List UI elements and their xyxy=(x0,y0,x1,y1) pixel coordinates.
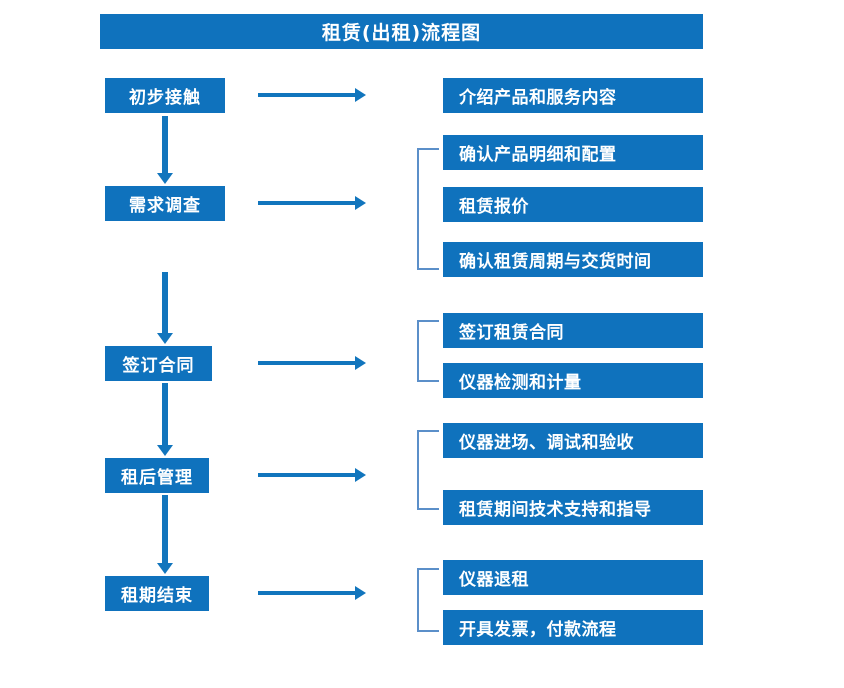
horizontal-arrow-lease-end xyxy=(258,586,366,600)
stage-box-needs-survey[interactable]: 需求调查 xyxy=(105,186,225,221)
detail-box-instrument-inspection[interactable]: 仪器检测和计量 xyxy=(443,363,703,398)
vertical-arrow-initial-to-needs xyxy=(157,116,173,184)
group-bracket-sign-contract xyxy=(417,320,439,382)
detail-box-instrument-onsite-commissioning[interactable]: 仪器进场、调试和验收 xyxy=(443,423,703,458)
detail-box-sign-lease-agreement[interactable]: 签订租赁合同 xyxy=(443,313,703,348)
detail-box-rental-quotation[interactable]: 租赁报价 xyxy=(443,187,703,222)
stage-box-initial-contact[interactable]: 初步接触 xyxy=(105,78,225,113)
stage-box-post-rental-management[interactable]: 租后管理 xyxy=(105,458,209,493)
stage-box-sign-contract[interactable]: 签订合同 xyxy=(105,346,212,381)
detail-box-introduce-products[interactable]: 介绍产品和服务内容 xyxy=(443,78,703,113)
horizontal-arrow-post-rental-management xyxy=(258,468,366,482)
horizontal-arrow-sign-contract xyxy=(258,356,366,370)
detail-box-instrument-return[interactable]: 仪器退租 xyxy=(443,560,703,595)
vertical-arrow-management-to-lease-end xyxy=(157,495,173,574)
group-bracket-needs-survey xyxy=(417,148,439,270)
detail-box-confirm-lease-period[interactable]: 确认租赁周期与交货时间 xyxy=(443,242,703,277)
stage-box-lease-end[interactable]: 租期结束 xyxy=(105,576,209,611)
group-bracket-post-rental-management xyxy=(417,430,439,510)
detail-box-invoice-payment-process[interactable]: 开具发票，付款流程 xyxy=(443,610,703,645)
vertical-arrow-needs-to-contract xyxy=(157,272,173,344)
horizontal-arrow-initial-contact xyxy=(258,88,366,102)
detail-box-confirm-product-details[interactable]: 确认产品明细和配置 xyxy=(443,135,703,170)
group-bracket-lease-end xyxy=(417,568,439,632)
detail-box-technical-support-during-lease[interactable]: 租赁期间技术支持和指导 xyxy=(443,490,703,525)
vertical-arrow-contract-to-management xyxy=(157,383,173,456)
horizontal-arrow-needs-survey xyxy=(258,196,366,210)
diagram-title: 租赁(出租)流程图 xyxy=(100,14,703,49)
